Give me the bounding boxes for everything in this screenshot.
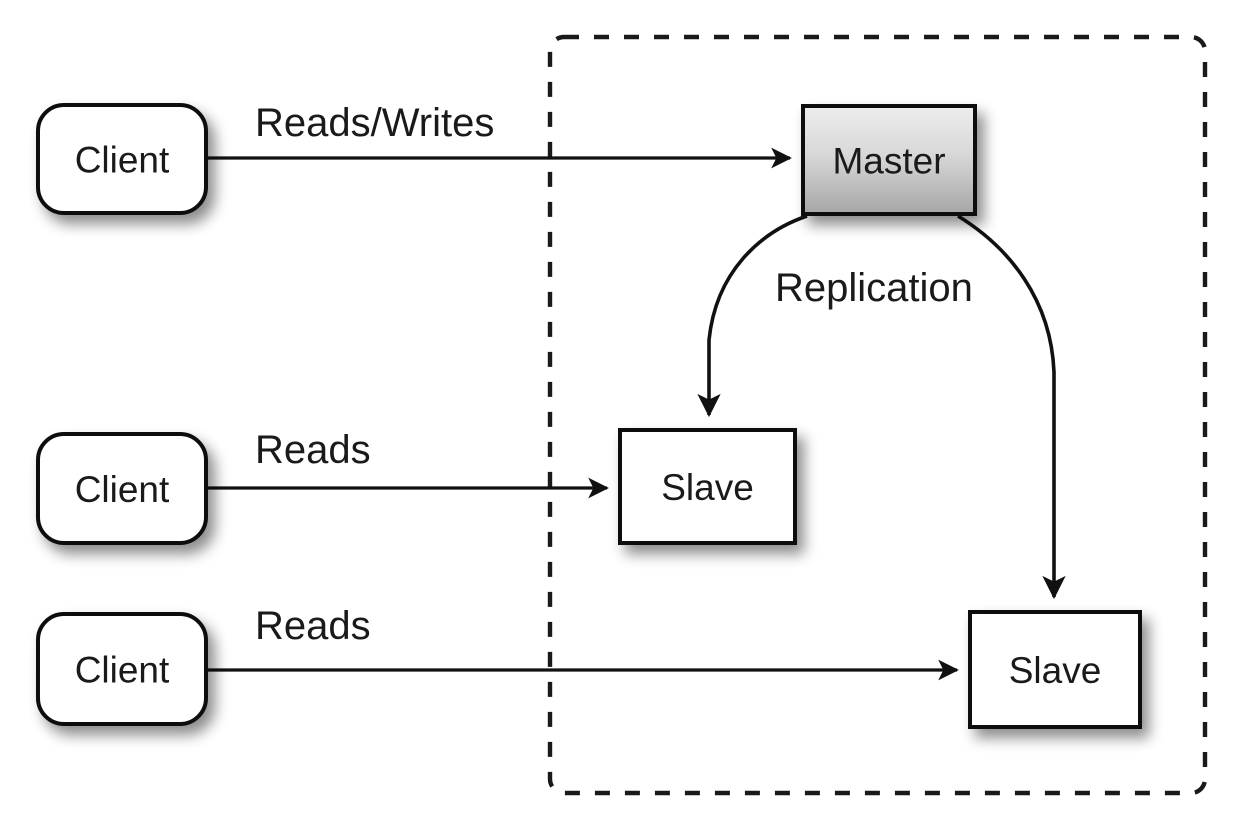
master-box[interactable]: [801, 104, 977, 216]
edge-master-to-slave-bottom: [957, 214, 1066, 600]
client-middle-label: Client: [75, 469, 170, 510]
database-cluster-boundary: [547, 34, 1208, 796]
client-bottom-label: Client: [75, 650, 170, 691]
edge-label-reads-bottom: Reads: [255, 604, 371, 648]
slave-top-label: Slave: [661, 467, 754, 508]
client-bottom-box[interactable]: [36, 612, 208, 726]
edge-master-to-slave-top: [697, 214, 808, 418]
slave-bottom-label: Slave: [1009, 650, 1102, 691]
master-node[interactable]: Master: [801, 104, 977, 216]
edge-label-reads-middle: Reads: [255, 428, 371, 472]
master-label: Master: [832, 141, 945, 182]
slave-node-top[interactable]: Slave: [618, 428, 797, 545]
edge-label-layer: Reads/Writes Reads Reads Replication: [255, 101, 973, 648]
edge-layer: [206, 147, 1066, 681]
client-top-box[interactable]: [36, 103, 208, 215]
edge-label-reads-writes: Reads/Writes: [255, 101, 494, 145]
client-node-bottom[interactable]: Client: [36, 612, 208, 726]
client-node-top[interactable]: Client: [36, 103, 208, 215]
client-node-middle[interactable]: Client: [36, 432, 208, 545]
client-middle-box[interactable]: [36, 432, 208, 545]
slave-node-bottom[interactable]: Slave: [968, 610, 1142, 729]
client-top-label: Client: [75, 140, 170, 181]
slave-top-box[interactable]: [618, 428, 797, 545]
slave-bottom-box[interactable]: [968, 610, 1142, 729]
edge-label-replication: Replication: [775, 266, 973, 310]
